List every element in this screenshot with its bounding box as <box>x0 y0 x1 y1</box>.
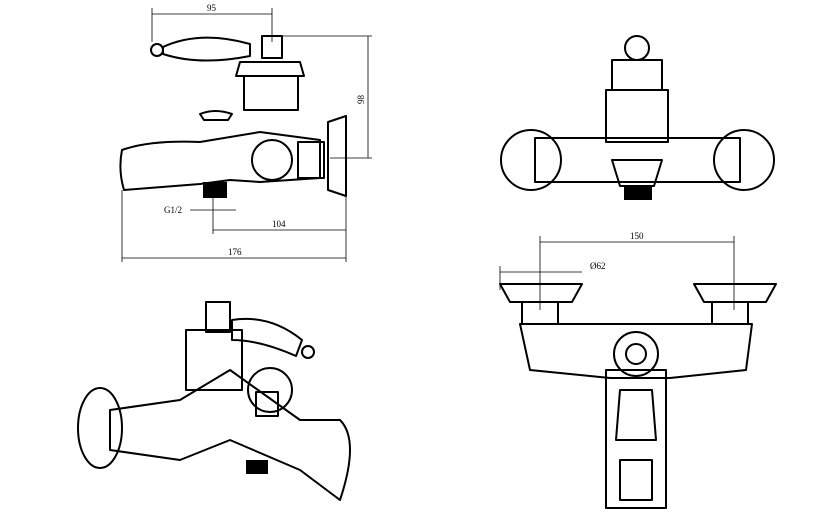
dim-98: 98 <box>356 95 366 105</box>
dim-176: 176 <box>228 247 242 257</box>
dim-104: 104 <box>272 219 286 229</box>
top-view <box>500 35 775 200</box>
front-view: 150 Ø62 <box>499 231 777 509</box>
dim-150: 150 <box>630 231 644 241</box>
dim-thread: G1/2 <box>164 205 182 215</box>
perspective-view <box>77 301 351 501</box>
side-view: 95 98 176 104 G1/2 <box>119 3 372 262</box>
dim-diameter: Ø62 <box>590 261 606 271</box>
dim-95: 95 <box>207 3 217 13</box>
